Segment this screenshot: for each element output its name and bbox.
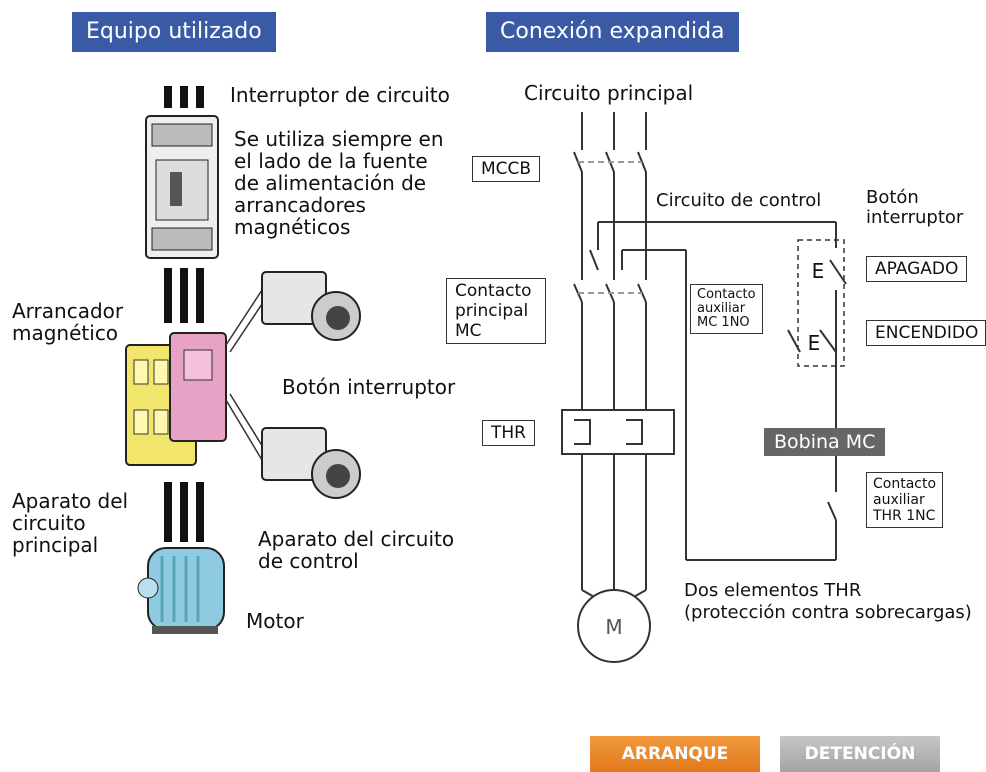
label-mc-coil: Bobina MC [764,428,886,456]
main-device-line: principal [12,533,99,557]
control-device-line: Aparato del circuito [258,527,455,551]
control-device-line: de control [258,549,359,573]
aux-thr-line: auxiliar [873,492,925,508]
label-on: ENCENDIDO [866,320,986,346]
main-device-line: Aparato del [12,489,129,513]
label-thr-elements: Dos elementos THR (protección contra sob… [684,580,972,624]
label-control-circuit-device: Aparato del circuito de control [258,528,454,572]
label-off: APAGADO [866,256,968,282]
aux-mc-line: MC 1NO [697,315,750,330]
breaker-desc-line: magnéticos [234,215,351,239]
breaker-desc-line: arrancadores [234,193,366,217]
label-breaker-description: Se utiliza siempre en el lado de la fuen… [234,128,444,238]
push-button-line: Botón [866,187,919,208]
main-circuit-lines [561,112,837,599]
label-aux-contact-mc: Contacto auxiliar MC 1NO [690,284,763,334]
label-main-contact: Contacto principal MC [446,278,546,344]
switch-dashed-box [797,239,845,367]
motor-symbol [577,589,651,663]
breaker-desc-line: de alimentación de [234,171,427,195]
push-button-device-top [261,271,361,341]
motor-device [137,547,225,634]
main-device-line: circuito [12,511,86,535]
magnetic-starter-device [125,332,227,466]
starter-line: Arrancador [12,299,124,323]
label-aux-contact-thr: Contacto auxiliar THR 1NC [866,472,944,528]
stop-button[interactable]: DETENCIÓN [780,736,940,772]
label-main-circuit: Circuito principal [524,81,694,105]
label-magnetic-starter: Arrancador magnético [12,300,123,344]
switch-contacts [787,259,847,353]
switch-letter-on: E [808,331,821,355]
main-contact-line: MC [455,321,482,341]
aux-mc-line: auxiliar [697,301,746,316]
label-breaker-title: Interruptor de circuito [230,83,450,107]
main-contact-line: Contacto [455,281,532,301]
circuit-breaker-device [145,115,219,259]
main-contact-line: principal [455,301,529,321]
aux-thr-line: THR 1NC [873,508,936,524]
left-wire-bars [164,86,204,542]
label-control-circuit: Circuito de control [656,190,822,211]
label-push-button-right: Botón interruptor [866,188,963,228]
push-button-device-bottom [261,427,361,499]
label-thr: THR [482,420,535,446]
switch-letter-off: E [812,259,825,283]
header-expanded-connection: Conexión expandida [486,12,739,52]
label-motor: Motor [246,609,304,633]
aux-mc-line: Contacto [697,287,756,302]
motor-symbol-letter: M [605,615,622,639]
thr-elements-line: Dos elementos THR [684,580,862,601]
contact-dashed-links [578,161,642,294]
label-mccb: MCCB [472,156,541,182]
push-button-line: interruptor [866,207,964,228]
thr-elements-line: (protección contra sobrecargas) [684,602,972,623]
starter-line: magnético [12,321,119,345]
breaker-desc-line: Se utiliza siempre en [234,127,444,151]
starter-to-button-lines [225,289,267,461]
breaker-desc-line: el lado de la fuente [234,149,428,173]
label-push-button: Botón interruptor [282,375,456,399]
label-main-circuit-device: Aparato del circuito principal [12,490,128,556]
start-button[interactable]: ARRANQUE [590,736,760,772]
header-equipment: Equipo utilizado [72,12,276,52]
aux-thr-line: Contacto [873,476,937,492]
